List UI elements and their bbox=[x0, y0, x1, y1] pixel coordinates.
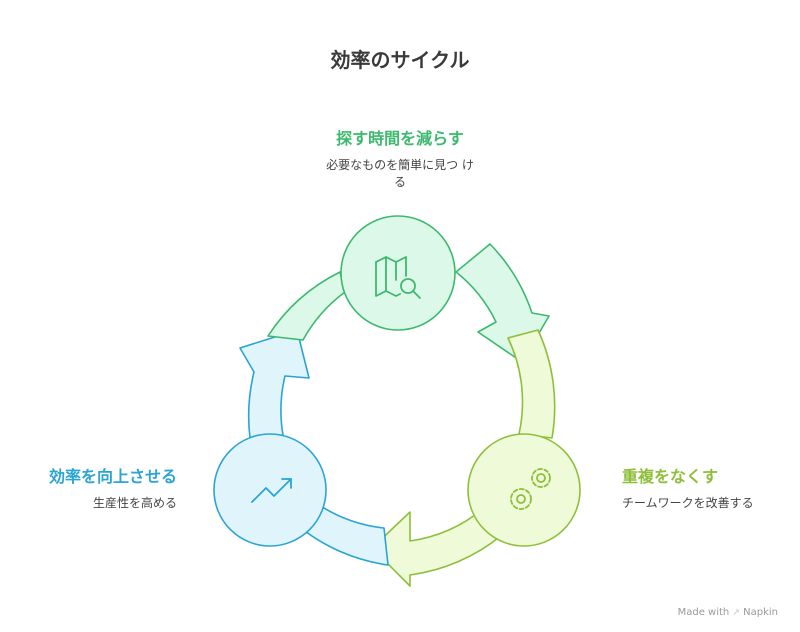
node-boost-efficiency bbox=[213, 433, 327, 547]
credit-brand: Napkin bbox=[743, 607, 778, 618]
trend-up-icon bbox=[251, 478, 292, 503]
step-description-remove-duplication: チームワークを改善する bbox=[622, 496, 754, 510]
napkin-credit[interactable]: Made with ⸕ Napkin bbox=[678, 604, 778, 618]
credit-made-with: Made with bbox=[677, 607, 730, 618]
gears-icon bbox=[510, 468, 551, 510]
node-search-time bbox=[340, 215, 456, 331]
step-heading-remove-duplication: 重複をなくす bbox=[622, 467, 719, 486]
step-heading-boost-efficiency: 効率を向上させる bbox=[48, 467, 177, 486]
step-description-search-time: 必要なものを簡単に見つ ける bbox=[326, 158, 474, 189]
arrow-top-left bbox=[267, 271, 346, 341]
arrow-right-to-left bbox=[507, 329, 556, 439]
step-heading-search-time: 探す時間を減らす bbox=[336, 129, 464, 148]
map-search-icon bbox=[375, 256, 421, 299]
step-description-boost-efficiency: 生産性を高める bbox=[92, 496, 177, 510]
diagram-title: 効率のサイクル bbox=[330, 48, 470, 72]
arrow-left-up bbox=[239, 329, 310, 439]
arrow-bottom bbox=[371, 507, 503, 587]
napkin-logo-icon: ⸕ bbox=[732, 607, 740, 618]
